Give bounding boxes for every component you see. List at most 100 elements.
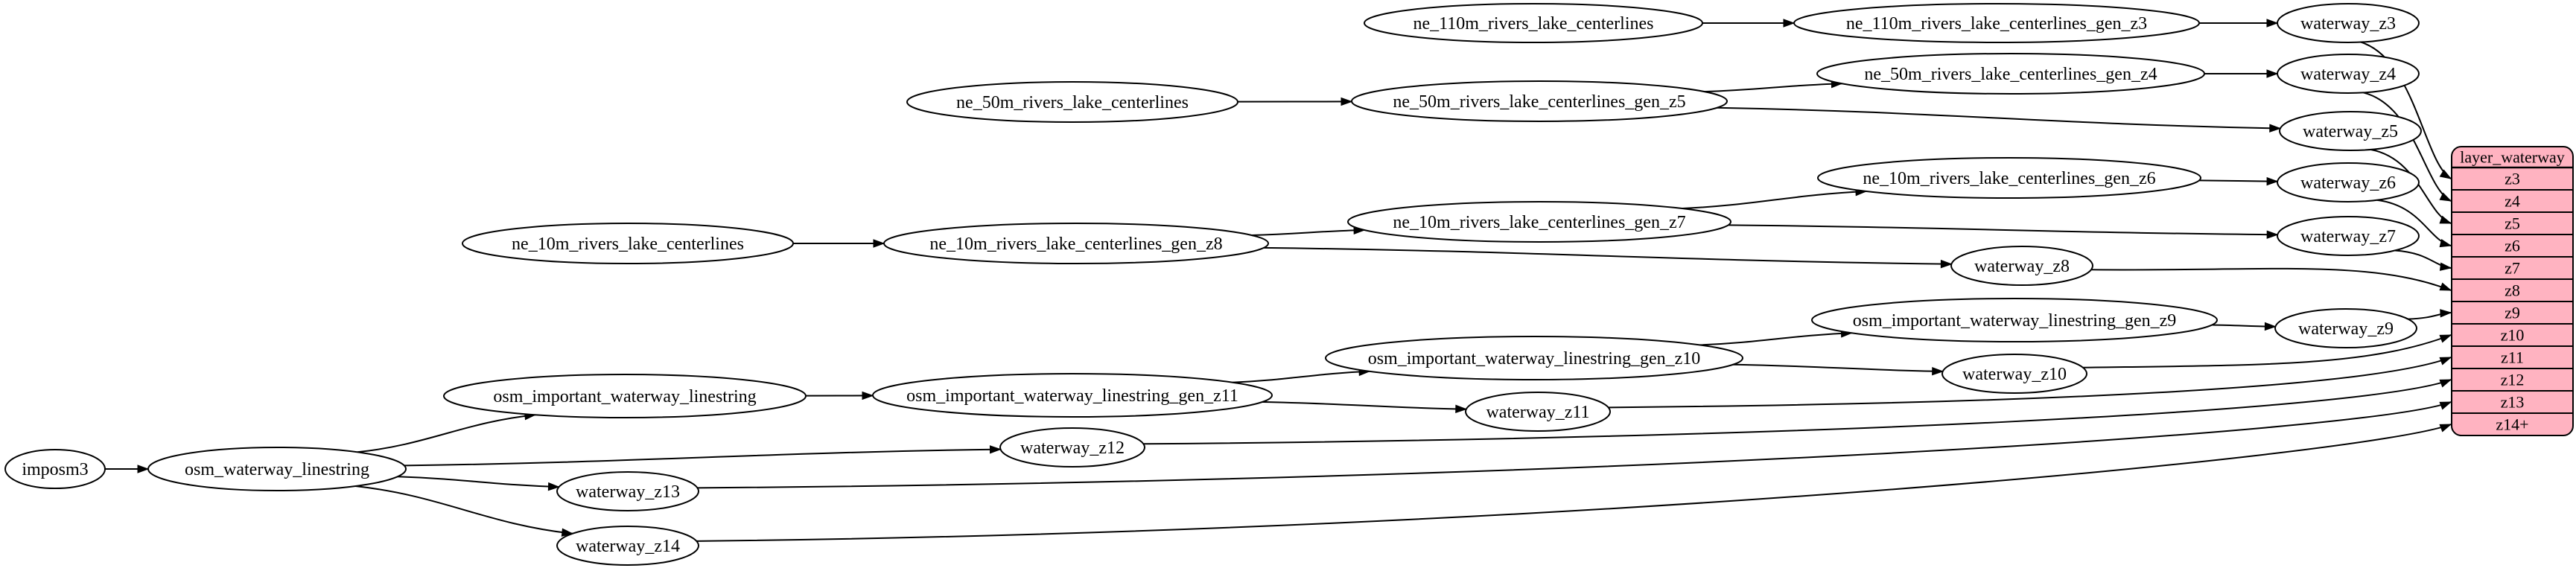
node-label: waterway_z3 [2300,14,2396,33]
node-label: ne_10m_rivers_lake_centerlines [512,234,744,254]
edge-waterway_z5-layer_waterway-z5 [2370,148,2451,224]
node-label: ne_50m_rivers_lake_centerlines [956,93,1189,112]
node-label: waterway_z14 [576,537,680,556]
node-shape [999,427,1145,468]
edge-waterway_z12-layer_waterway-z12 [1143,379,2451,445]
node-shape [1793,3,2200,43]
node-osm_waterway_linestring: osm_waterway_linestring [147,447,407,491]
node-waterway_z4: waterway_z4 [2277,54,2420,94]
record-row-z14+: z14+ [2496,415,2528,433]
node-ne_50m_rivers_lake_centerlines: ne_50m_rivers_lake_centerlines [906,81,1238,123]
node-label: waterway_z7 [2300,227,2396,246]
node-shape [1817,157,2201,199]
node-label: waterway_z4 [2300,65,2396,84]
edge-osm_important_waterway_linestring_gen_z10-osm_important_waterway_linestring_gen_z9 [1699,333,1852,346]
node-label: waterway_z9 [2298,319,2394,339]
node-osm_important_waterway_linestring_gen_z9: osm_important_waterway_linestring_gen_z9 [1811,298,2218,342]
edge-osm_important_waterway_linestring_gen_z9-waterway_z9 [2211,325,2275,327]
edge-ne_10m_rivers_lake_centerlines_gen_z8-ne_10m_rivers_lake_centerlines_gen_z7 [1251,230,1364,236]
node-shape [443,374,807,418]
node-shape [883,223,1269,264]
record-layer_waterway: layer_waterwayz3z4z5z6z7z8z9z10z11z12z13… [2451,146,2574,436]
edge-osm_waterway_linestring-osm_important_waterway_linestring [357,415,535,453]
edge-waterway_z7-layer_waterway-z7 [2394,249,2451,269]
record-row-z12: z12 [2501,370,2525,389]
edge-ne_50m_rivers_lake_centerlines_gen_z5-waterway_z5 [1717,106,2280,129]
node-label: waterway_z8 [1974,257,2070,276]
node-shape [556,471,699,511]
node-label: osm_important_waterway_linestring_gen_z9 [1853,311,2177,331]
node-shape [1347,201,1731,243]
node-label: ne_10m_rivers_lake_centerlines_gen_z8 [929,234,1222,254]
node-imposm3: imposm3 [4,449,106,489]
node-shape [1364,3,1703,43]
record-title: layer_waterway [2460,147,2564,166]
node-label: imposm3 [22,460,88,479]
node-shape [906,81,1238,123]
edge-osm_important_waterway_linestring_gen_z11-osm_important_waterway_linestring_gen_z10 [1232,371,1370,383]
node-label: ne_110m_rivers_lake_centerlines_gen_z3 [1846,14,2147,33]
node-ne_110m_rivers_lake_centerlines_gen_z3: ne_110m_rivers_lake_centerlines_gen_z3 [1793,3,2200,43]
edge-waterway_z13-layer_waterway-z13 [697,401,2452,489]
node-label: ne_50m_rivers_lake_centerlines_gen_z4 [1864,65,2157,84]
node-label: ne_10m_rivers_lake_centerlines_gen_z7 [1393,213,1685,232]
edge-waterway_z11-layer_waterway-z11 [1608,357,2451,409]
edge-waterway_z14-layer_waterway-z14+ [696,424,2451,542]
record-row-z13: z13 [2501,392,2525,411]
node-osm_important_waterway_linestring_gen_z10: osm_important_waterway_linestring_gen_z1… [1325,336,1743,380]
node-shape [147,447,407,491]
node-ne_50m_rivers_lake_centerlines_gen_z4: ne_50m_rivers_lake_centerlines_gen_z4 [1816,53,2205,95]
node-ne_50m_rivers_lake_centerlines_gen_z5: ne_50m_rivers_lake_centerlines_gen_z5 [1351,80,1728,122]
edge-waterway_z3-layer_waterway-z3 [2360,41,2451,179]
node-shape [2277,216,2420,256]
node-waterway_z6: waterway_z6 [2277,162,2420,202]
node-label: osm_waterway_linestring [185,460,369,479]
node-ne_10m_rivers_lake_centerlines_gen_z7: ne_10m_rivers_lake_centerlines_gen_z7 [1347,201,1731,243]
edge-ne_50m_rivers_lake_centerlines_gen_z5-ne_50m_rivers_lake_centerlines_gen_z4 [1704,83,1842,93]
edge-ne_10m_rivers_lake_centerlines_gen_z7-waterway_z7 [1728,224,2278,234]
record-row-z8: z8 [2505,281,2520,299]
edge-waterway_z8-layer_waterway-z8 [2090,267,2451,291]
node-shape [2277,3,2420,43]
node-ne_10m_rivers_lake_centerlines: ne_10m_rivers_lake_centerlines [462,223,794,264]
node-label: osm_important_waterway_linestring_gen_z1… [906,386,1238,406]
record-row-z9: z9 [2505,303,2520,322]
node-shape [2274,308,2417,348]
node-osm_important_waterway_linestring_gen_z11: osm_important_waterway_linestring_gen_z1… [872,373,1273,418]
edge-ne_10m_rivers_lake_centerlines_gen_z8-waterway_z8 [1263,246,1952,264]
record-row-z10: z10 [2501,325,2525,344]
node-label: osm_important_waterway_linestring [493,387,756,406]
edge-waterway_z10-layer_waterway-z10 [2083,334,2451,368]
record-row-z5: z5 [2505,214,2520,232]
node-osm_important_waterway_linestring: osm_important_waterway_linestring [443,374,807,418]
node-shape [872,373,1273,418]
node-waterway_z3: waterway_z3 [2277,3,2420,43]
edge-osm_important_waterway_linestring_gen_z11-waterway_z11 [1262,401,1466,409]
edge-ne_10m_rivers_lake_centerlines_gen_z6-waterway_z6 [2198,180,2277,181]
node-waterway_z13: waterway_z13 [556,471,699,511]
edge-layer [105,23,2452,542]
record-row-z11: z11 [2501,348,2524,366]
node-shape [1351,80,1728,122]
edge-osm_important_waterway_linestring_gen_z10-waterway_z10 [1733,363,1943,371]
node-label: waterway_z13 [576,482,680,502]
node-shape [2279,111,2422,151]
edge-waterway_z4-layer_waterway-z4 [2363,92,2452,202]
node-label: waterway_z5 [2303,122,2398,141]
node-shape [1325,336,1743,380]
node-ne_10m_rivers_lake_centerlines_gen_z8: ne_10m_rivers_lake_centerlines_gen_z8 [883,223,1269,264]
node-shape [1816,53,2205,95]
node-shape [1465,392,1611,432]
node-label: waterway_z11 [1486,403,1589,422]
node-waterway_z5: waterway_z5 [2279,111,2422,151]
node-waterway_z8: waterway_z8 [1950,246,2093,286]
node-shape [4,449,106,489]
record-row-z3: z3 [2505,169,2520,188]
node-shape [1811,298,2218,342]
node-label: waterway_z10 [1962,365,2067,384]
record-row-z4: z4 [2505,191,2520,210]
edge-waterway_z6-layer_waterway-z6 [2376,199,2451,246]
node-label: ne_10m_rivers_lake_centerlines_gen_z6 [1863,169,2155,188]
